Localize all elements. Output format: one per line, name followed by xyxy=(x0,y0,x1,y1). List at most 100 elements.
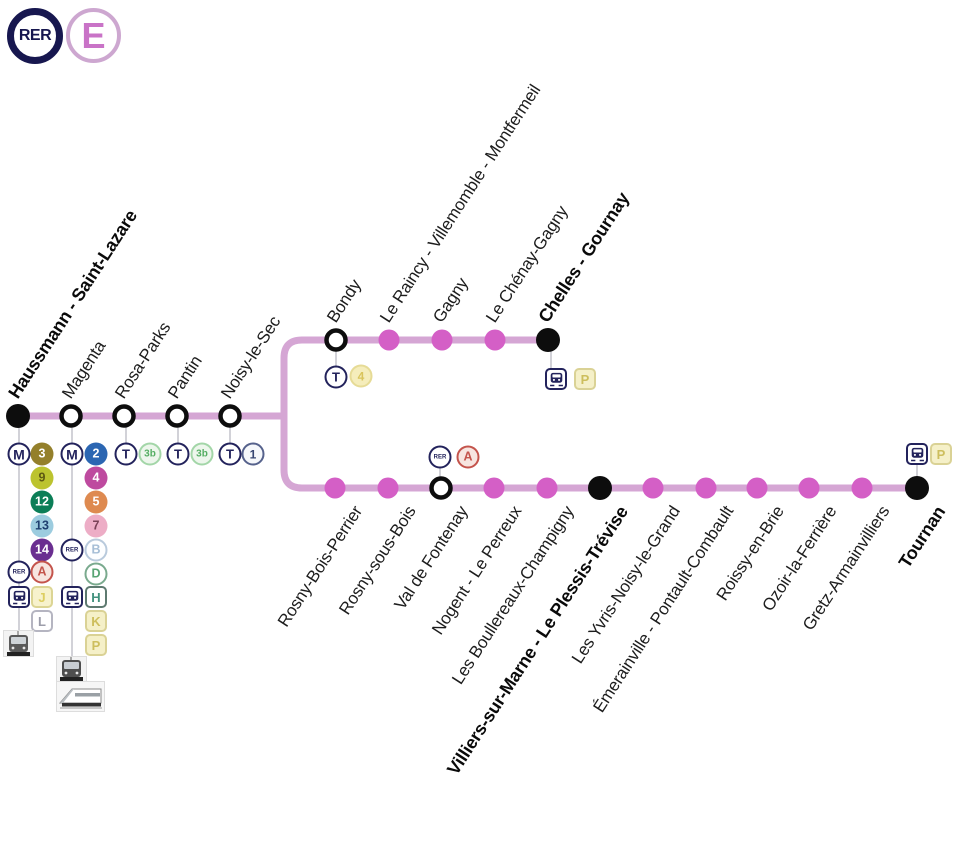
icon-transilien-line-k: K xyxy=(85,610,107,632)
icon-label: P xyxy=(936,446,946,462)
icon-label: 9 xyxy=(38,470,46,485)
station-dot-bondy xyxy=(324,328,348,352)
station-dot-nogent-le-perreux xyxy=(483,477,505,499)
icon-label: 1 xyxy=(249,447,257,461)
icon-metro-roundel-m: M xyxy=(7,442,31,466)
icon-label: 12 xyxy=(35,494,49,509)
station-dot-rosa-parks xyxy=(112,404,136,428)
icon-label: 2 xyxy=(92,446,100,461)
icon-label: 4 xyxy=(92,470,100,485)
icon-label: A xyxy=(463,449,473,464)
station-dot-les-yvris-noisy-le-grand xyxy=(642,477,664,499)
icon-metro-line-9: 9 xyxy=(30,466,54,490)
icon-label: D xyxy=(91,566,101,581)
train-pictogram-icon xyxy=(8,586,30,608)
station-dot-roissy-en-brie xyxy=(746,477,768,499)
icon-transilien-line-l: L xyxy=(31,610,53,632)
icon-label: M xyxy=(13,446,25,462)
icon-label: T xyxy=(332,369,340,385)
icon-label: A xyxy=(37,564,47,579)
icon-label: P xyxy=(580,371,590,387)
icon-rer-roundel-rer: RER xyxy=(60,538,84,562)
icon-transilien-line-p: P xyxy=(85,634,107,656)
icon-metro-line-12: 12 xyxy=(30,490,54,514)
station-dot-merainville-pontault-combault xyxy=(695,477,717,499)
icon-metro-roundel-m: M xyxy=(60,442,84,466)
icon-tram-line-3b: 3b xyxy=(190,442,214,466)
icon-tram-roundel-t: T xyxy=(324,365,348,389)
icon-label: 3 xyxy=(38,446,46,461)
icon-label: 14 xyxy=(35,542,49,557)
train-photo-thumbnail-front-2 xyxy=(56,656,87,682)
icon-transilien-line-p: P xyxy=(930,443,952,465)
station-dot-villiers-sur-marne-le-plessis-tr-vise xyxy=(588,476,612,500)
icon-metro-line-2: 2 xyxy=(84,442,108,466)
icon-label: 4 xyxy=(357,369,365,383)
icon-transilien-line-h: H xyxy=(85,586,107,608)
station-dot-le-raincy-villemomble-montfermeil xyxy=(378,329,400,351)
station-dot-noisy-le-sec xyxy=(218,404,242,428)
icon-label: P xyxy=(91,637,101,653)
icon-label: 3b xyxy=(196,448,208,459)
icon-label: 3b xyxy=(144,448,156,459)
station-dot-rosny-sous-bois xyxy=(377,477,399,499)
rer-logo-text: RER xyxy=(18,27,52,44)
train-pictogram-icon xyxy=(906,443,928,465)
icon-label: RER xyxy=(65,547,79,553)
station-dot-pantin xyxy=(165,404,189,428)
icon-label: T xyxy=(174,446,182,462)
icon-tram-roundel-t: T xyxy=(166,442,190,466)
icon-label: B xyxy=(91,542,101,557)
icon-metro-line-7: 7 xyxy=(84,514,108,538)
icon-label: T xyxy=(122,446,130,462)
icon-tram-line-3b: 3b xyxy=(138,442,162,466)
icon-label: 13 xyxy=(35,518,49,533)
icon-rer-line-d: D xyxy=(84,562,108,586)
icon-tram-roundel-t: T xyxy=(114,442,138,466)
icon-label: T xyxy=(226,446,234,462)
chelles-branch-line xyxy=(280,336,548,419)
icon-label: RER xyxy=(433,454,447,460)
station-dot-ozoir-la-ferri-re xyxy=(798,477,820,499)
station-dot-val-de-fontenay xyxy=(429,476,453,500)
icon-transilien-line-j: J xyxy=(31,586,53,608)
icon-label: 7 xyxy=(92,518,100,533)
icon-metro-line-14: 14 xyxy=(30,538,54,562)
icon-tram-line-1: 1 xyxy=(241,442,265,466)
icon-label: J xyxy=(38,589,46,605)
station-dot-tournan xyxy=(905,476,929,500)
icon-label: 5 xyxy=(92,494,100,509)
train-photo-thumbnail-front-1 xyxy=(3,630,34,657)
station-dot-le-ch-nay-gagny xyxy=(484,329,506,351)
icon-rer-roundel-rer: RER xyxy=(7,560,31,584)
tournan-branch-line xyxy=(280,413,917,492)
icon-metro-line-4: 4 xyxy=(84,466,108,490)
station-dot-gretz-armainvilliers xyxy=(851,477,873,499)
icon-tram-roundel-t: T xyxy=(218,442,242,466)
icon-label: H xyxy=(91,589,101,605)
icon-metro-line-5: 5 xyxy=(84,490,108,514)
icon-rer-roundel-rer: RER xyxy=(428,445,452,469)
icon-tram-line-4: 4 xyxy=(349,364,373,388)
icon-label: RER xyxy=(12,569,26,575)
train-pictogram-icon xyxy=(61,586,83,608)
line-e-logo: E xyxy=(66,8,121,63)
station-dot-magenta xyxy=(59,404,83,428)
icon-rer-line-a: A xyxy=(456,445,480,469)
line-e-letter: E xyxy=(81,14,106,56)
icon-label: K xyxy=(91,613,101,629)
train-pictogram-icon xyxy=(545,368,567,390)
station-dot-les-boullereaux-champigny xyxy=(536,477,558,499)
icon-label: L xyxy=(38,613,46,629)
rer-logo: RER xyxy=(7,8,63,64)
icon-rer-line-b: B xyxy=(84,538,108,562)
icon-metro-line-13: 13 xyxy=(30,514,54,538)
icon-rer-line-a: A xyxy=(30,560,54,584)
icon-label: M xyxy=(66,446,78,462)
train-photo-thumbnail-side xyxy=(56,681,105,712)
station-dot-gagny xyxy=(431,329,453,351)
icon-transilien-line-p: P xyxy=(574,368,596,390)
station-dot-chelles-gournay xyxy=(536,328,560,352)
